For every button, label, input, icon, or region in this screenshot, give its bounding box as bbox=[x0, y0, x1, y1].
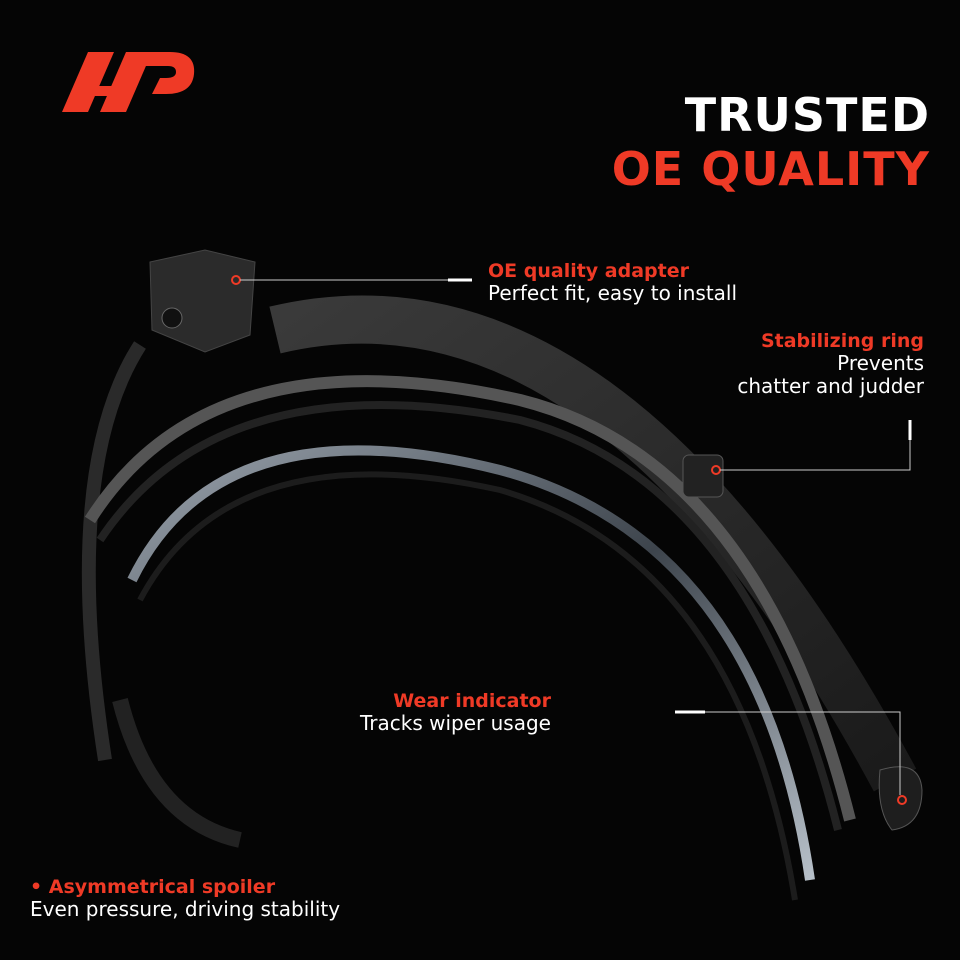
callout-spoiler: Asymmetrical spoiler Even pressure, driv… bbox=[30, 876, 340, 921]
headline-line-2: OE QUALITY bbox=[611, 142, 930, 196]
callout-spoiler-desc: Even pressure, driving stability bbox=[30, 897, 341, 921]
callout-ring-desc-2: chatter and judder bbox=[737, 374, 924, 398]
callout-adapter-title: OE quality adapter bbox=[488, 260, 689, 282]
metal-arc-1 bbox=[127, 445, 815, 881]
adapter-icon bbox=[149, 249, 256, 353]
callout-wear-title: Wear indicator bbox=[393, 690, 551, 712]
callout-ring: Stabilizing ring Prevents chatter and ju… bbox=[737, 330, 924, 398]
blade-arc-1 bbox=[84, 375, 856, 822]
spoiler-arc bbox=[269, 295, 917, 792]
headline: TRUSTED OE QUALITY bbox=[612, 92, 930, 192]
brand-logo-icon bbox=[62, 52, 195, 112]
rubber-arc bbox=[112, 698, 242, 848]
leader-lines bbox=[240, 278, 912, 795]
callout-wear: Wear indicator Tracks wiper usage bbox=[360, 690, 551, 735]
callout-adapter: OE quality adapter Perfect fit, easy to … bbox=[488, 260, 737, 305]
callout-adapter-desc: Perfect fit, easy to install bbox=[488, 281, 738, 305]
callout-spoiler-title: Asymmetrical spoiler bbox=[30, 876, 340, 898]
stabilizing-ring-icon bbox=[682, 454, 724, 498]
metal-arc-2 bbox=[137, 471, 798, 901]
blade-arc-2 bbox=[96, 401, 842, 831]
headline-line-1: TRUSTED bbox=[684, 88, 930, 142]
callout-ring-desc-1: Prevents bbox=[837, 351, 924, 375]
wear-indicator-icon bbox=[878, 766, 923, 831]
callout-wear-desc: Tracks wiper usage bbox=[360, 711, 551, 735]
outer-frame-arc bbox=[81, 341, 146, 762]
callout-ring-title: Stabilizing ring bbox=[760, 330, 924, 352]
